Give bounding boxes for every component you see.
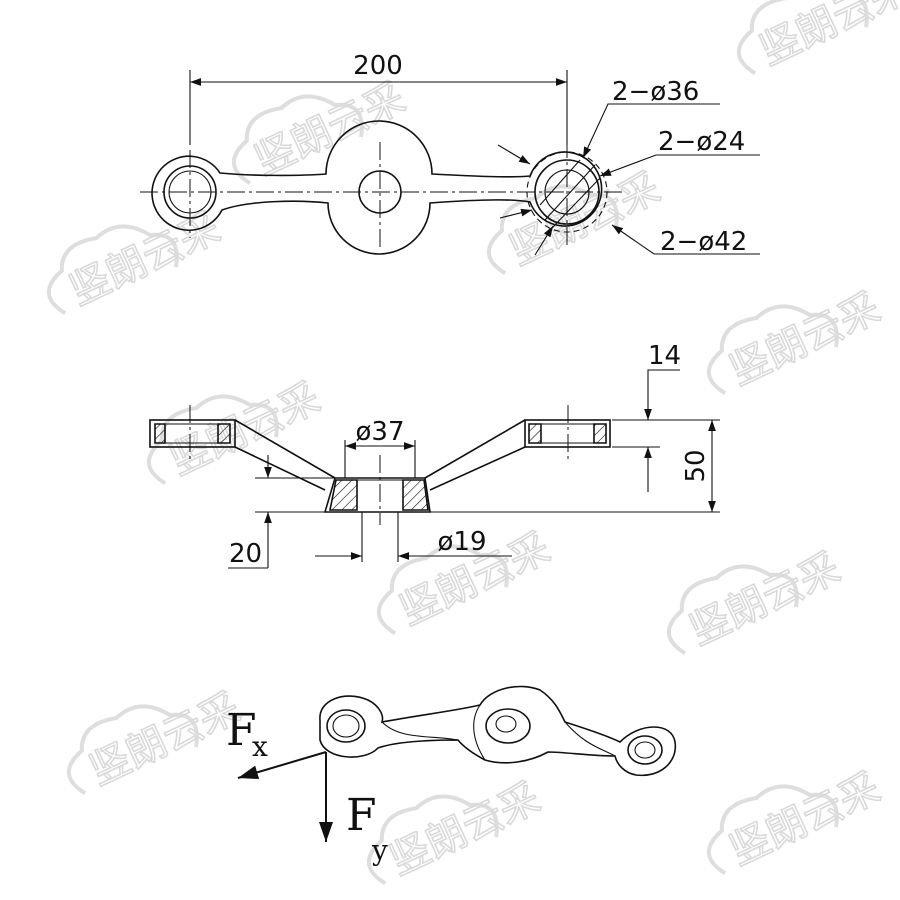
right-plate-hatch-a	[528, 423, 542, 444]
watermark: 竖朗云采	[736, 0, 900, 75]
iso-center-hole-inner	[495, 715, 517, 733]
iso-left-hole	[326, 709, 366, 743]
watermark-text: 竖朗云采	[683, 545, 847, 654]
watermark: 竖朗云采	[706, 284, 888, 395]
watermark: 竖朗云采	[66, 684, 248, 795]
force-x-sub: x	[252, 730, 268, 763]
iso-right-hole-inner	[634, 741, 656, 759]
left-plate	[149, 419, 236, 448]
plan-outline	[151, 120, 603, 255]
isometric-view: F x F y	[226, 685, 677, 867]
watermark-text: 竖朗云采	[723, 765, 887, 874]
right-arm	[424, 419, 526, 491]
plan-view: 200 2−ø36 2−ø24 2−ø42	[140, 51, 760, 257]
side-view: ø37 ø19 20 14 50	[149, 341, 720, 569]
iso-left-hole-inner	[332, 714, 360, 738]
center-hub-hatch-right	[402, 479, 429, 511]
watermark: 竖朗云采	[366, 774, 548, 885]
watermark: 竖朗云采	[666, 544, 848, 655]
left-arm	[234, 419, 336, 491]
center-bore-label: ø37	[356, 417, 405, 447]
watermark-text: 竖朗云采	[753, 0, 900, 74]
iso-arm-edge-right	[564, 721, 616, 757]
hole-24-label: 2−ø24	[658, 127, 745, 157]
right-plate-hatch-b	[593, 423, 607, 444]
iso-hub-edge	[473, 704, 486, 761]
watermark-text: 竖朗云采	[163, 375, 327, 484]
center-hub-hatch-left	[329, 479, 358, 511]
watermark-text: 竖朗云采	[248, 75, 412, 184]
hole-42-label: 2−ø42	[660, 227, 747, 257]
iso-arm-edge-left	[381, 721, 459, 741]
leader-42	[611, 224, 760, 255]
watermark-text: 竖朗云采	[83, 685, 247, 794]
force-y-sub: y	[371, 834, 388, 867]
left-plate-hatch-b	[217, 423, 231, 444]
leader-42-left	[499, 208, 533, 219]
left-plate-hatch-a	[154, 423, 166, 444]
force-x-arrow	[237, 751, 327, 780]
force-x-main: F	[226, 705, 257, 756]
hole-36-label: 2−ø36	[612, 77, 699, 107]
iso-outline	[319, 685, 677, 777]
leader-42-bottom	[534, 225, 554, 256]
height-label: 50	[681, 449, 711, 482]
watermark-text: 竖朗云采	[63, 205, 227, 314]
iso-center-hole	[485, 708, 531, 744]
thickness-label: 14	[648, 341, 681, 371]
leader-24	[599, 154, 760, 177]
leader-36	[582, 103, 720, 159]
force-y-main: F	[346, 790, 377, 841]
drop-label: 20	[229, 539, 262, 569]
leader-24-left	[497, 144, 531, 165]
watermark: 竖朗云采	[486, 164, 668, 275]
watermark-text: 竖朗云采	[383, 775, 547, 884]
iso-right-hole	[627, 735, 663, 765]
dim-200-label: 200	[353, 51, 403, 81]
watermark-text: 竖朗云采	[723, 285, 887, 394]
dim-14-top-arrow	[644, 369, 680, 420]
watermark: 竖朗云采	[46, 204, 228, 315]
watermark: 竖朗云采	[706, 764, 888, 875]
center-hole-label: ø19	[438, 527, 487, 557]
